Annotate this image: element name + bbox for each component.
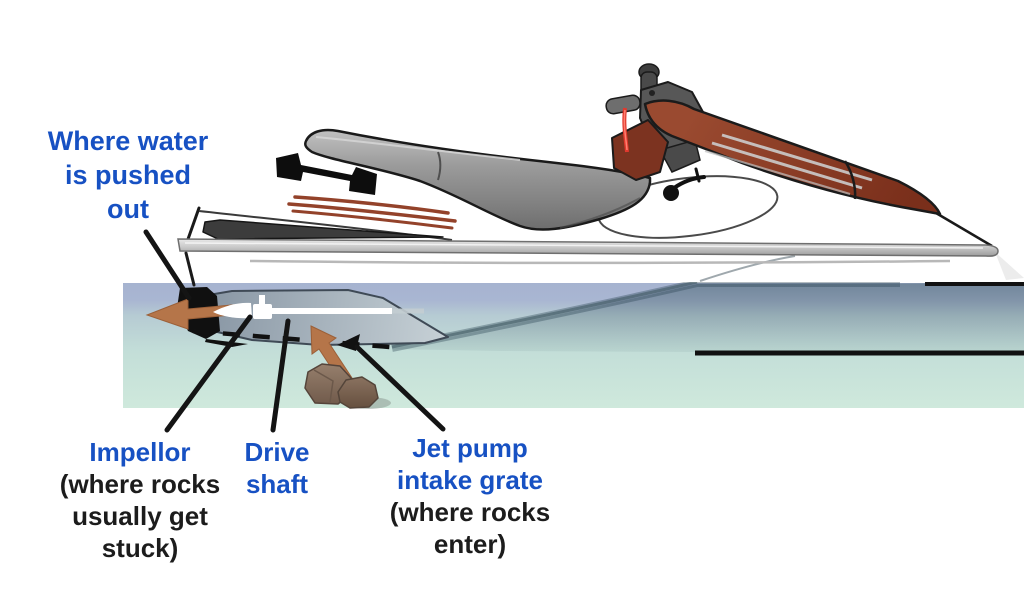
hull-bottom-shadow	[205, 339, 248, 347]
label-term-line: intake grate	[397, 465, 543, 495]
label-note-line: usually get	[72, 501, 208, 531]
impeller-housing	[253, 304, 272, 319]
label-drive-shaft: Drive shaft	[217, 436, 337, 500]
water-surface-lines	[695, 282, 1024, 356]
bow-shadow	[995, 252, 1024, 280]
rub-rail	[177, 238, 999, 257]
bow-underside	[935, 211, 993, 248]
seat-seam	[437, 151, 442, 181]
console-vent-line	[721, 133, 873, 182]
impeller-fin	[259, 295, 265, 305]
jet-pump-assembly	[145, 287, 449, 347]
intake-flow-arrowhead	[337, 334, 360, 351]
console-vent-line	[704, 150, 851, 195]
freeboard	[184, 252, 990, 282]
label-line: Where water	[47, 126, 209, 156]
rocks	[304, 363, 391, 409]
rock-small	[337, 376, 379, 409]
seat-highlight	[315, 136, 521, 161]
label-impellor: Impellor (where rocks usually get stuck)	[40, 436, 240, 564]
console-vent-line	[711, 141, 863, 190]
label-term: Impellor	[89, 437, 191, 467]
label-intake-grate: Jet pump intake grate (where rocks enter…	[368, 432, 572, 560]
label-line: is pushed	[64, 160, 192, 190]
speed-lines	[287, 195, 457, 230]
seat-shadow	[559, 197, 641, 229]
transom-edge	[184, 206, 201, 287]
callout-water-out	[143, 229, 192, 301]
impeller-cone	[213, 302, 252, 319]
label-water-out: Where water is pushed out	[36, 124, 220, 226]
mirror-glyph	[663, 167, 706, 201]
grab-handle	[276, 153, 377, 195]
hull	[184, 206, 1024, 287]
label-note-line: stuck)	[101, 533, 179, 563]
step-pad	[202, 219, 444, 240]
intake-flow-dashed-line	[192, 328, 403, 351]
label-term-line: Jet pump	[412, 433, 528, 463]
callout-intake-grate	[354, 344, 446, 432]
drive-shaft-end	[392, 308, 424, 314]
safety-lanyard	[622, 107, 629, 153]
bow-chine-line	[699, 255, 796, 282]
console-seam	[843, 160, 857, 200]
seat	[304, 128, 652, 231]
label-line: Drive	[244, 437, 310, 467]
callout-impellor	[164, 314, 253, 433]
label-line: shaft	[245, 469, 309, 499]
label-line: out	[107, 194, 149, 224]
drive-shaft	[272, 308, 392, 314]
callout-lines	[143, 229, 446, 433]
label-note-line: (where rocks	[389, 497, 551, 527]
below-rail-line	[249, 259, 951, 265]
label-note-line: (where rocks	[59, 469, 221, 499]
label-note-line: enter)	[433, 529, 507, 559]
callout-drive-shaft	[270, 318, 291, 433]
